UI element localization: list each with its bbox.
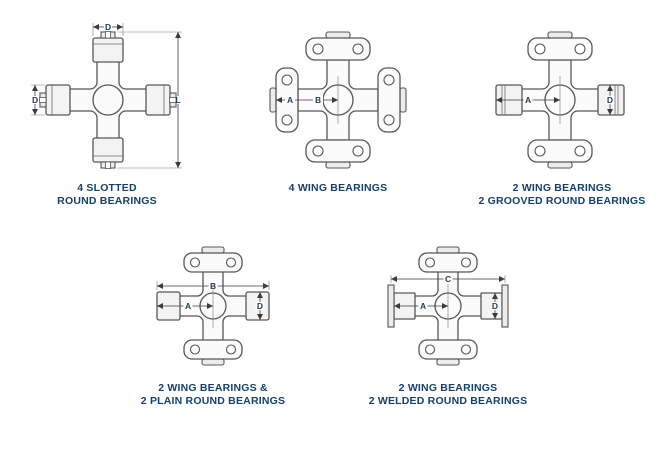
caption-line-2: 2 GROOVED ROUND BEARINGS <box>478 195 646 208</box>
figure-2-wing-2-plain-round-bearings: B A D 2 WING BEARINGS & <box>118 236 308 408</box>
dimension-a: A <box>157 284 214 328</box>
dim-label-a: A <box>525 95 531 105</box>
wing-bearing-top <box>527 31 593 61</box>
wing-bearing-bottom <box>305 139 371 169</box>
drawing-4-slotted-round-bearings: D D L <box>31 22 182 169</box>
figure-caption: 2 WING BEARINGS 2 GROOVED ROUND BEARINGS <box>463 182 661 208</box>
wing-bearing-right <box>377 67 407 133</box>
dim-label-cup-diameter: D <box>32 95 38 105</box>
figure-4-slotted-round-bearings: D D L 4 SLOTTED ROUND BEARINGS <box>8 20 206 208</box>
dimension-a-b: A B <box>276 76 339 124</box>
caption-line-1: 2 WING BEARINGS <box>512 182 612 194</box>
dim-label-a: A <box>287 95 293 105</box>
drawing-2-wing-2-welded: C A D <box>387 246 509 366</box>
caption-line-1: 2 WING BEARINGS & <box>158 382 268 394</box>
caption-line-2: ROUND BEARINGS <box>57 195 157 208</box>
wing-bearing-top <box>183 246 243 273</box>
wing-bearing-bottom <box>418 339 478 366</box>
dim-label-a: A <box>185 301 191 311</box>
dimension-a: A <box>394 284 449 328</box>
dim-label-c: C <box>445 274 451 284</box>
wing-bearing-bottom <box>183 339 243 366</box>
drawing-2-wing-2-plain: B A D <box>156 246 270 366</box>
caption-line-1: 4 WING BEARINGS <box>288 182 388 194</box>
dimension-d-left: D <box>31 84 45 116</box>
drawing-2-wing-2-grooved: A D <box>495 31 625 169</box>
center-boss <box>92 84 124 116</box>
slotted-cup-bottom <box>92 137 124 169</box>
dim-label-d: D <box>257 301 263 311</box>
figure-4-wing-bearings: A B 4 WING BEARINGS <box>243 20 433 195</box>
dim-label-a: A <box>420 301 426 311</box>
slotted-cup-top <box>92 31 124 63</box>
dim-label-top-width: D <box>105 22 111 32</box>
drawing-4-wing-bearings: A B <box>269 31 407 169</box>
dimension-d: D <box>490 293 500 319</box>
slotted-cup-right <box>145 84 177 116</box>
wing-bearing-top <box>305 31 371 61</box>
figure-2-wing-2-grooved-round-bearings: A D 2 WING BEARINGS 2 GROOVED ROUND BEAR… <box>463 20 661 208</box>
caption-line-2: 2 PLAIN ROUND BEARINGS <box>140 395 286 408</box>
dim-label-overall-length: L <box>175 95 180 105</box>
dimension-l-right: L <box>117 31 182 169</box>
dim-label-d: D <box>607 95 613 105</box>
figure-caption: 2 WING BEARINGS & 2 PLAIN ROUND BEARINGS <box>118 382 308 408</box>
wing-bearing-top <box>418 246 478 273</box>
caption-line-2: 2 WELDED ROUND BEARINGS <box>368 395 528 408</box>
wing-bearing-bottom <box>527 139 593 169</box>
dimension-d: D <box>255 292 265 320</box>
dimension-d-top: D <box>92 22 124 36</box>
dimension-c-top: C <box>390 274 506 284</box>
figure-2-wing-2-welded-round-bearings: C A D 2 WING BEARINGS <box>353 236 543 408</box>
slotted-cup-left <box>39 84 71 116</box>
dimension-a: A <box>496 76 561 124</box>
figure-caption: 2 WING BEARINGS 2 WELDED ROUND BEARINGS <box>353 382 543 408</box>
caption-line-1: 4 SLOTTED <box>77 182 137 194</box>
figure-caption: 4 WING BEARINGS <box>243 182 433 195</box>
dim-label-d: D <box>492 301 498 311</box>
dim-label-b: B <box>315 95 321 105</box>
dimension-d: D <box>605 85 615 115</box>
figure-caption: 4 SLOTTED ROUND BEARINGS <box>8 182 206 208</box>
caption-line-1: 2 WING BEARINGS <box>398 382 498 394</box>
